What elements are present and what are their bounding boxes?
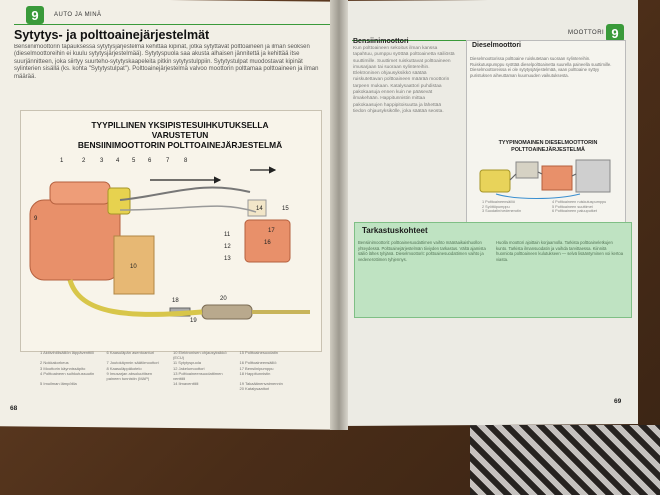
legend-item: 6 Kaasuläpän asentoanturi <box>107 350 168 360</box>
diagram-number: 19 <box>190 318 197 324</box>
diesel-section-text: Dieselmoottorissa polttoaine ruiskutetaa… <box>470 56 620 79</box>
legend-item: 9 Imusarjan absoluuttisen paineen tunnis… <box>107 371 168 381</box>
diagram-number: 4 <box>116 158 120 164</box>
page-number-left: 68 <box>10 405 17 412</box>
inspection-text-left: Bensiinimoottorit: polttoainesuodattimen… <box>358 240 488 262</box>
diagram-title-line1: TYYPILLINEN YKSIPISTESUIHKUTUKSELLA VARU… <box>70 120 290 140</box>
diagram-number: 13 <box>224 256 231 262</box>
diesel-section-title: Dieselmoottori <box>472 42 521 49</box>
diagram-number: 3 <box>100 158 104 164</box>
diagram-number: 14 <box>256 206 263 212</box>
air-filter <box>50 182 110 204</box>
legend-item: 1 Aktiivihiilisäiliön läppäventtiili <box>40 350 101 360</box>
legend-item: 20 Katalysaattori <box>240 386 301 391</box>
inspection-text-right: Huolla moottori ajoittain korjaamolla. T… <box>496 240 624 262</box>
diesel-illustration <box>476 156 616 200</box>
diagram-number: 1 <box>60 158 64 164</box>
engine-block <box>30 200 120 280</box>
diagram-number: 20 <box>220 296 227 302</box>
diagram-number: 5 <box>132 158 136 164</box>
legend-item: 4 Polttoaineen suihkutussuutin <box>40 371 101 381</box>
diagram-number: 10 <box>130 264 137 270</box>
diesel-legend: 1 Polttoaineensäiliö 4 Polttoaineen ruis… <box>482 200 622 214</box>
fuel-feed-line <box>120 187 250 200</box>
left-header-rule <box>14 24 330 25</box>
legend-item: 13 Polttoaineensuodattimen venttiili <box>173 371 234 381</box>
injection-pump <box>542 166 572 190</box>
diesel-legend-item: 3 Suodatin/vedenerotin <box>482 209 552 214</box>
legend-item: 15 Polttoainesuodatin <box>240 350 301 360</box>
inspection-panel <box>354 222 632 318</box>
diagram-legend: 1 Aktiivihiilisäiliön läppäventtiili 6 K… <box>40 350 300 392</box>
page-title: Sytytys- ja polttoainejärjestelmät <box>14 28 209 42</box>
diesel-filter <box>516 162 538 178</box>
diagram-number: 6 <box>148 158 152 164</box>
left-page-header: AUTO JA MINÄ <box>54 12 102 18</box>
legend-item: 18 Happitunnistin <box>240 371 301 381</box>
diagram-number: 16 <box>264 240 271 246</box>
right-page-header: MOOTTORI <box>568 30 604 36</box>
diesel-engine <box>576 160 610 192</box>
diesel-legend-item: 6 Polttoaineen paluuputket <box>552 209 622 214</box>
diagram-number: 15 <box>282 206 289 212</box>
diagram-number: 11 <box>224 232 231 238</box>
diagram-number: 12 <box>224 244 231 250</box>
diesel-tank <box>480 170 510 192</box>
diesel-diagram-title-line1: TYYPINOMAINEN DIESELMOOTTORIN <box>488 140 608 147</box>
diagram-number: 17 <box>268 228 275 234</box>
book-spine <box>330 0 348 430</box>
legend-item: 10 Elektronisen ohjausyksikkö (ECU) <box>173 350 234 360</box>
diagram-number: 7 <box>166 158 170 164</box>
fuel-return-line <box>120 206 256 212</box>
chapter-badge-left: 9 <box>26 6 44 24</box>
diesel-diagram-title-line2: POLTTOAINEJÄRJESTELMÄ <box>488 147 608 154</box>
inspection-title: Tarkastuskohteet <box>362 226 428 235</box>
diagram-number: 2 <box>82 158 86 164</box>
gasoline-section-title: Bensiinimoottori <box>353 38 409 45</box>
left-body-text: Bensiinimoottorin tapauksessa sytytysjär… <box>14 44 324 81</box>
page-number-right: 69 <box>614 398 621 405</box>
diesel-diagram-title: TYYPINOMAINEN DIESELMOOTTORIN POLTTOAINE… <box>488 140 608 154</box>
catalytic-converter <box>202 305 252 319</box>
open-book: 9 AUTO JA MINÄ Sytytys- ja polttoainejär… <box>0 0 660 440</box>
diesel-return-line <box>496 194 580 199</box>
diagram-number: 8 <box>184 158 188 164</box>
gasoline-section-text: Kun polttoaineen sekoitus ilman kanssa t… <box>353 46 455 115</box>
engine-illustration: 1 2 3 4 5 6 7 8 9 10 11 12 13 14 15 16 1… <box>20 140 320 345</box>
diagram-number: 18 <box>172 298 179 304</box>
